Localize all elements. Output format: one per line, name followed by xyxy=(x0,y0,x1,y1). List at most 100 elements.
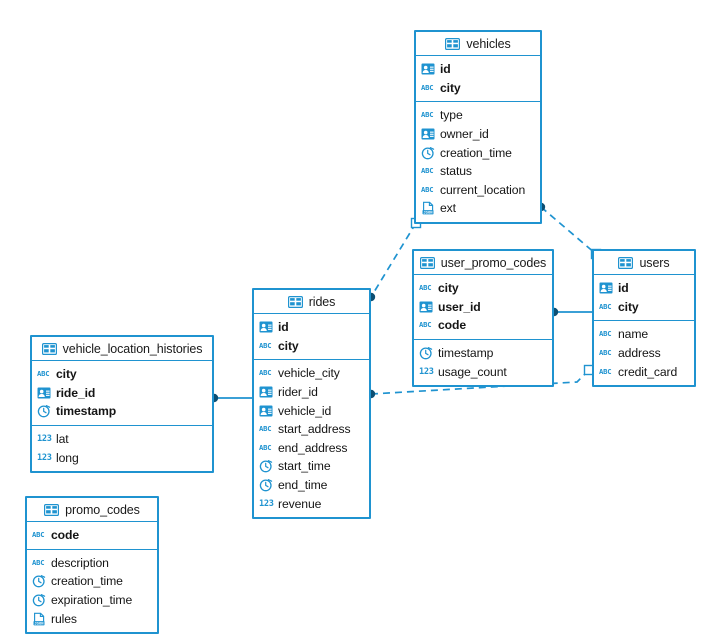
field-label: expiration_time xyxy=(51,593,133,608)
field-label: credit_card xyxy=(618,364,678,379)
field-row-timestamp[interactable]: timestamp xyxy=(414,344,552,363)
clock-icon xyxy=(421,146,435,160)
123-number-icon: 123 xyxy=(37,434,52,445)
table-header-rides[interactable]: rides xyxy=(254,290,369,314)
field-row-creation_time[interactable]: creation_time xyxy=(416,143,540,162)
123-number-icon: 123 xyxy=(259,498,274,509)
field-row-id[interactable]: id xyxy=(254,318,369,337)
field-row-description[interactable]: ABC description xyxy=(27,554,157,573)
table-grid-icon xyxy=(618,256,634,269)
field-row-rider_id[interactable]: rider_id xyxy=(254,383,369,402)
field-label: id xyxy=(278,320,289,335)
field-label: rules xyxy=(51,611,77,626)
abc-string-icon: ABC xyxy=(37,369,50,379)
field-label: name xyxy=(618,327,649,342)
table-header-vehicle_location_histories[interactable]: vehicle_location_histories xyxy=(32,337,212,361)
field-label: city xyxy=(440,80,461,95)
id-card-icon xyxy=(259,385,273,399)
abc-string-icon: ABC xyxy=(259,442,272,452)
clock-icon xyxy=(259,478,273,492)
field-label: user_id xyxy=(438,299,481,314)
field-row-user_id[interactable]: user_id xyxy=(414,298,552,317)
id-card-icon xyxy=(421,127,435,141)
field-label: code xyxy=(438,318,467,333)
abc-string-icon: ABC xyxy=(419,283,432,293)
field-label: timestamp xyxy=(438,346,494,361)
json-document-icon: JSON xyxy=(32,612,46,626)
field-row-creation_time[interactable]: creation_time xyxy=(27,572,157,591)
relationship-user_promo_codes-to-users[interactable] xyxy=(549,307,592,317)
field-label: description xyxy=(51,555,109,570)
field-row-id[interactable]: id xyxy=(594,279,694,298)
field-row-start_address[interactable]: ABC start_address xyxy=(254,420,369,439)
id-card-icon xyxy=(259,404,273,418)
table-header-promo_codes[interactable]: promo_codes xyxy=(27,498,157,522)
field-row-vehicle_id[interactable]: vehicle_id xyxy=(254,401,369,420)
table-header-vehicles[interactable]: vehicles xyxy=(416,32,540,56)
field-row-timestamp[interactable]: timestamp xyxy=(32,402,212,421)
field-row-start_time[interactable]: start_time xyxy=(254,457,369,476)
table-header-users[interactable]: users xyxy=(594,251,694,275)
id-card-icon xyxy=(419,300,433,314)
field-row-id[interactable]: id xyxy=(416,60,540,79)
json-document-icon: JSON xyxy=(421,201,435,215)
abc-string-icon: ABC xyxy=(599,348,612,358)
clock-icon xyxy=(259,459,273,473)
id-card-icon xyxy=(259,320,273,334)
relationship-vehicle_location_histories-to-rides[interactable] xyxy=(209,393,252,403)
abc-string-icon: ABC xyxy=(259,424,272,434)
field-row-rules[interactable]: JSON rules xyxy=(27,609,157,628)
table-header-user_promo_codes[interactable]: user_promo_codes xyxy=(414,251,552,275)
abc-string-icon: ABC xyxy=(599,301,612,311)
123-number-icon: 123 xyxy=(419,366,434,377)
clock-icon xyxy=(32,574,46,588)
field-label: status xyxy=(440,164,472,179)
abc-string-icon: ABC xyxy=(32,557,45,567)
field-label: start_address xyxy=(278,422,351,437)
field-row-ride_id[interactable]: ride_id xyxy=(32,384,212,403)
table-title: user_promo_codes xyxy=(440,255,547,270)
field-label: timestamp xyxy=(56,404,117,419)
field-label: id xyxy=(618,281,629,296)
field-row-owner_id[interactable]: owner_id xyxy=(416,125,540,144)
field-row-end_time[interactable]: end_time xyxy=(254,476,369,495)
field-label: vehicle_id xyxy=(278,403,332,418)
field-row-expiration_time[interactable]: expiration_time xyxy=(27,591,157,610)
table-grid-icon xyxy=(287,295,303,308)
field-label: rider_id xyxy=(278,385,318,400)
table-title: promo_codes xyxy=(65,502,140,517)
